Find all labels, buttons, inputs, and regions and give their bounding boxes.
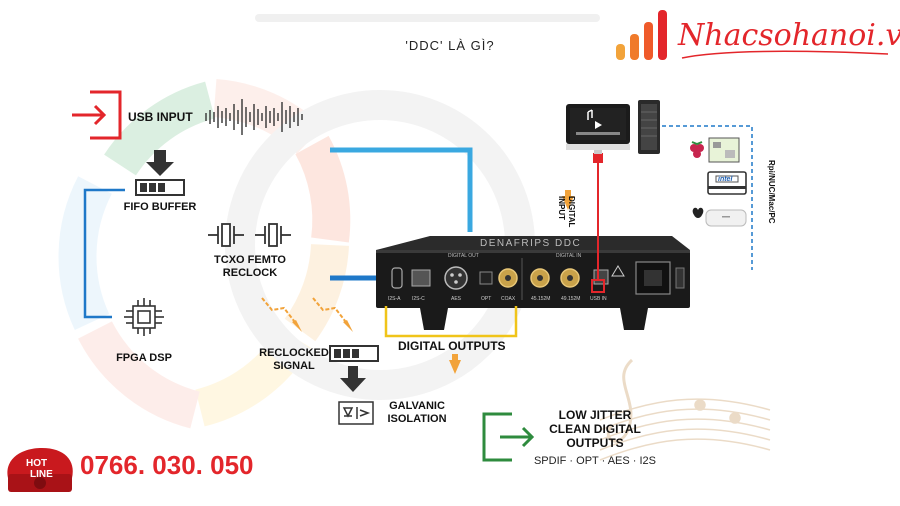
source-bus-line <box>662 125 753 270</box>
hotline-badge-line1: HOT <box>26 458 48 469</box>
digital-outputs-label: DIGITAL OUTPUTS <box>398 339 506 353</box>
digital-in-section: DIGITAL IN <box>556 253 582 259</box>
brand-name: Nhacsohanoi.vn <box>678 18 900 53</box>
port-label-aes: AES <box>451 296 462 302</box>
tcxo-label-line1: TCXO FEMTO <box>214 254 286 266</box>
fpga-dsp-label: FPGA DSP <box>116 352 172 364</box>
input-flow-line <box>330 147 473 232</box>
hotline-phone-icon <box>7 448 73 492</box>
usb-plug-icon <box>593 153 603 163</box>
music-note-decoration <box>599 358 771 461</box>
result-line1: LOW JITTER <box>558 408 632 422</box>
fifo-fpga-connector <box>83 188 125 319</box>
down-arrow-icon <box>146 150 174 176</box>
brand-underline <box>681 50 889 59</box>
port-label-45m: 45.152M <box>531 296 551 302</box>
header-bar <box>255 14 600 22</box>
mac-mini-icon <box>692 207 747 227</box>
reclocked-signal-icon <box>329 345 379 362</box>
down-arrow-icon-2 <box>340 366 366 392</box>
digital-input-label-line2: INPUT <box>557 196 566 220</box>
page-title: 'DDC' LÀ GÌ? <box>405 38 495 53</box>
fpga-chip-icon <box>124 298 164 336</box>
crystal-icon-left <box>208 223 244 247</box>
digital-out-section: DIGITAL OUT <box>448 253 479 259</box>
usb-port-highlight <box>591 279 605 293</box>
raspberry-pi-icon <box>690 137 740 163</box>
result-line2: CLEAN DIGITAL <box>549 422 641 436</box>
hotline-badge: HOT LINE <box>10 450 72 494</box>
digital-outputs-bracket <box>384 306 518 338</box>
clean-output-icon <box>482 412 535 462</box>
galvanic-label-line1: GALVANIC <box>389 400 445 412</box>
crystal-icon-right <box>255 223 291 247</box>
usb-input-label: USB INPUT <box>128 110 193 124</box>
reclocked-label-line2: SIGNAL <box>273 360 315 372</box>
orange-arrow-input <box>562 190 574 210</box>
port-label-i2s-a: I2S-A <box>388 296 401 302</box>
reclocked-label-line1: RECLOCKED <box>259 347 329 359</box>
orange-arrow-output <box>449 354 461 374</box>
result-formats: SPDIF · OPT · AES · I2S <box>533 455 657 467</box>
port-label-usb-in: USB IN <box>590 296 607 302</box>
galvanic-isolation-icon <box>338 401 374 425</box>
fifo-buffer-icon <box>135 179 185 196</box>
hotline-badge-line2: LINE <box>30 469 53 480</box>
port-label-i2s-c: I2S-C <box>412 296 425 302</box>
waveform-icon <box>205 99 303 135</box>
fifo-buffer-label: FIFO BUFFER <box>123 201 197 213</box>
device-brand: DENAFRIPS DDC <box>480 238 582 249</box>
port-label-49m: 49.152M <box>561 296 581 302</box>
digital-input-label-line1: DIGITAL <box>567 196 576 228</box>
brand-logo-icon <box>616 10 667 60</box>
ddc-device <box>376 236 690 330</box>
usb-input-icon <box>72 90 122 140</box>
port-label-coax: COAX <box>501 296 516 302</box>
galvanic-label-line2: ISOLATION <box>387 413 447 425</box>
clock-signal-arrows <box>261 297 350 327</box>
tcxo-label-line2: RECLOCK <box>222 267 278 279</box>
result-line3: OUTPUTS <box>566 436 624 450</box>
intel-nuc-icon <box>707 171 747 195</box>
tower-pc-icon <box>638 100 660 154</box>
port-label-opt: OPT <box>481 296 492 302</box>
intel-label: intel <box>718 176 733 183</box>
arrow-head-2 <box>343 320 353 332</box>
hotline-number[interactable]: 0766. 030. 050 <box>80 450 254 480</box>
sources-label: Rpi/NUC/Mac/PC <box>767 160 776 224</box>
arrow-head-1 <box>292 320 302 332</box>
computer-monitor-icon <box>566 104 630 154</box>
